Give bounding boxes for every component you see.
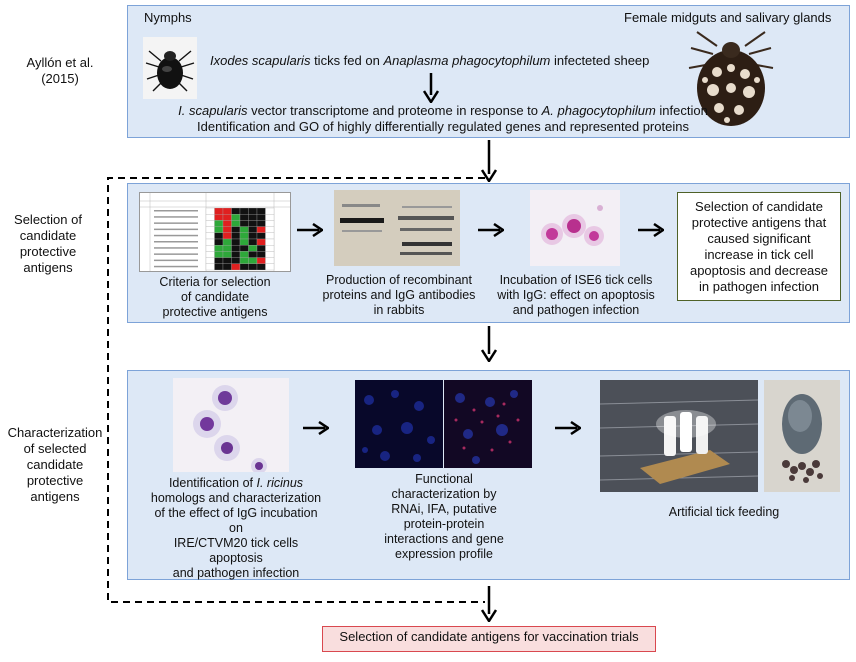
go-identification-text: Identification and GO of highly differen… xyxy=(197,119,689,134)
right-arrow-1 xyxy=(297,223,323,237)
criteria-table-image xyxy=(139,192,291,272)
artificial-feeding-apparatus-photo xyxy=(600,380,758,492)
selection-stage-label: Selection of candidate protective antige… xyxy=(14,212,82,275)
functional-caption: Functional characterization by RNAi, IFA… xyxy=(384,472,504,561)
artificial-feeding-caption: Artificial tick feeding xyxy=(668,505,780,519)
down-arrow-to-characterization xyxy=(481,326,497,362)
right-arrow-3 xyxy=(638,223,664,237)
female-midguts-label: Female midguts and salivary glands xyxy=(624,10,832,25)
right-arrow-4 xyxy=(303,421,329,435)
right-arrow-2 xyxy=(478,223,504,237)
ise6-cells-image xyxy=(530,190,620,266)
down-arrow-to-selection xyxy=(481,140,497,182)
reference-label: Ayllón et al. (2015) xyxy=(26,55,94,86)
fed-ticks-text: Ixodes scapularis ticks fed on Anaplasma… xyxy=(210,53,650,68)
selection-result-box: Selection of candidate protective antige… xyxy=(677,192,841,301)
nymphs-label: Nymphs xyxy=(144,10,192,25)
final-selection-box: Selection of candidate antigens for vacc… xyxy=(322,626,656,652)
characterization-stage-label: Characterization of selected candidate p… xyxy=(7,425,103,504)
female-tick-photo xyxy=(687,28,775,128)
ifa-fluorescence-image-right xyxy=(444,380,532,468)
transcriptome-text: I. scapularis vector transcriptome and p… xyxy=(163,103,723,135)
down-arrow-to-final xyxy=(481,586,497,622)
down-arrow-top xyxy=(423,73,439,103)
incubation-caption: Incubation of ISE6 tick cells with IgG: … xyxy=(497,273,655,317)
western-blot-gel-image xyxy=(334,190,460,266)
ifa-fluorescence-image-left xyxy=(355,380,443,468)
identification-caption: Identification of I. ricinus homologs an… xyxy=(150,476,322,580)
fed-tick-feeding-unit-photo xyxy=(764,380,840,492)
criteria-caption: Criteria for selection of candidate prot… xyxy=(159,275,271,319)
production-caption: Production of recombinant proteins and I… xyxy=(322,273,476,317)
feedback-loop-dashed-line xyxy=(107,177,485,603)
ire-ctvm20-cells-image xyxy=(173,378,289,472)
right-arrow-5 xyxy=(555,421,581,435)
nymph-tick-photo xyxy=(143,37,197,99)
